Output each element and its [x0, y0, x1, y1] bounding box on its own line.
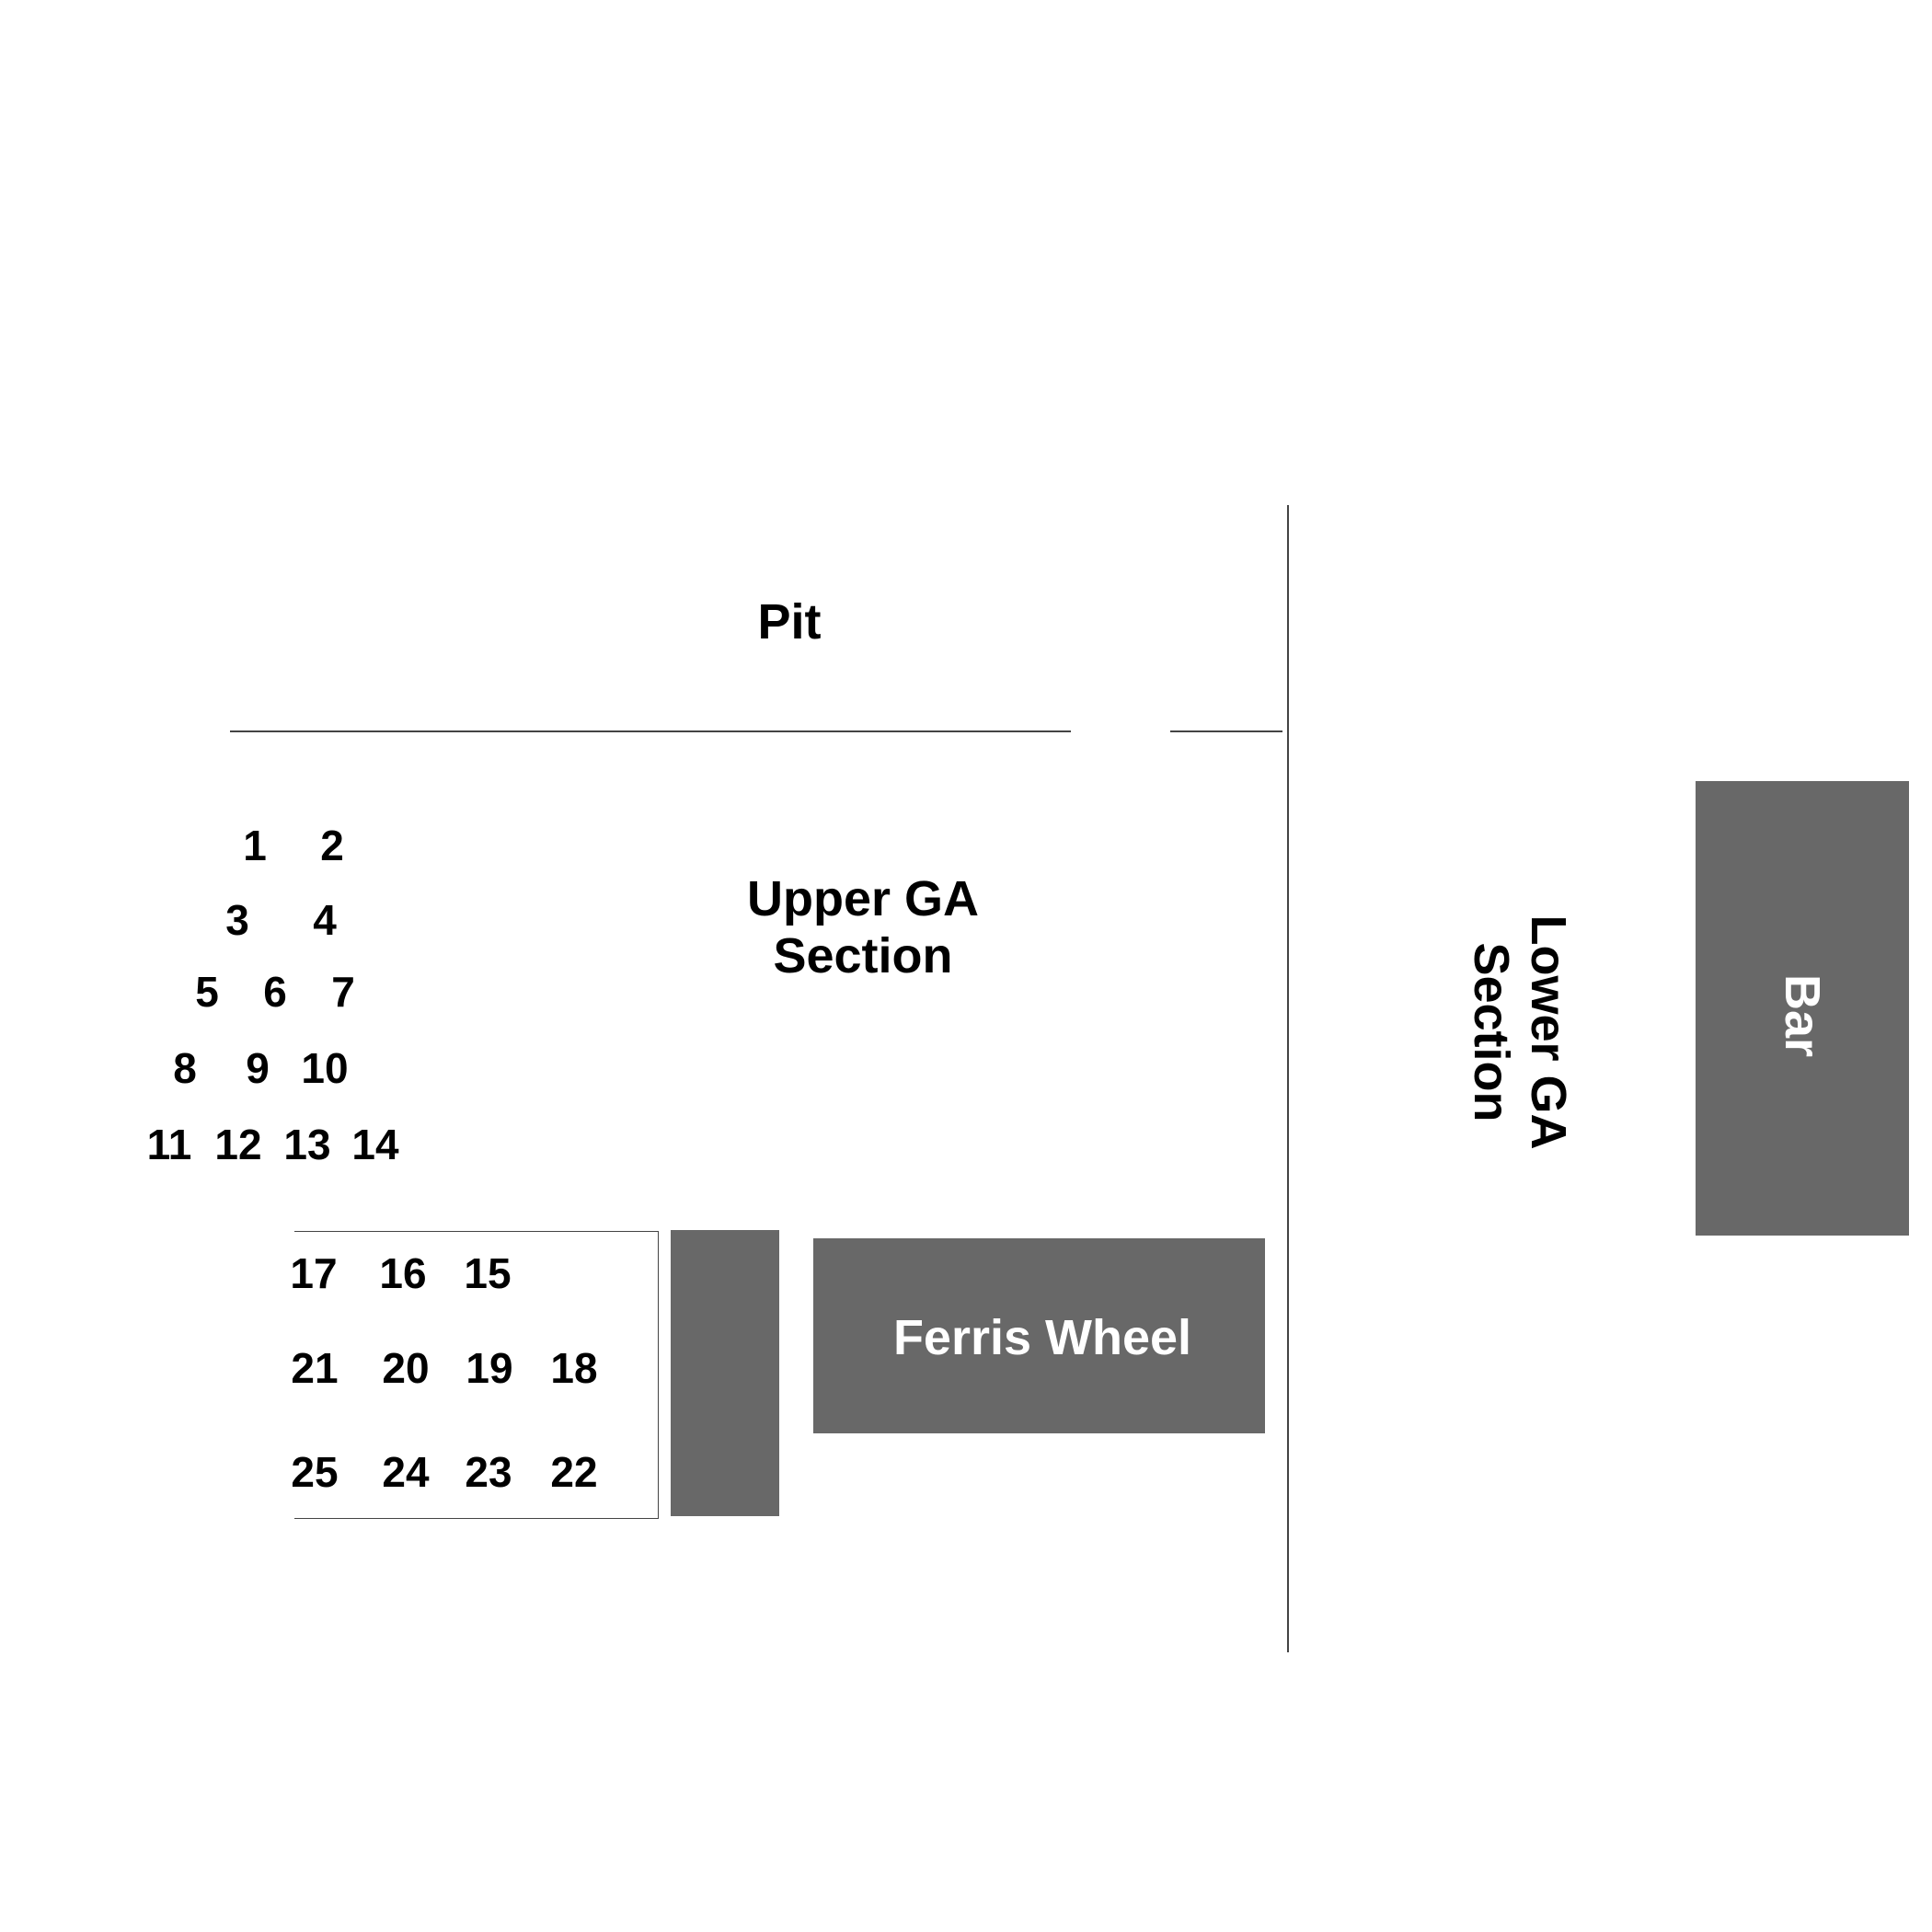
seat-13[interactable]: 13 [283, 1121, 331, 1168]
divider-vertical [1287, 505, 1289, 1652]
seat-14[interactable]: 14 [351, 1121, 399, 1168]
ferris-wheel-block [813, 1238, 1265, 1433]
seat-24[interactable]: 24 [382, 1448, 430, 1496]
seating-box [294, 1231, 659, 1519]
seat-16[interactable]: 16 [379, 1249, 427, 1297]
seat-17[interactable]: 17 [290, 1249, 338, 1297]
seat-22[interactable]: 22 [550, 1448, 598, 1496]
seat-12[interactable]: 12 [214, 1121, 262, 1168]
seat-7[interactable]: 7 [331, 968, 355, 1016]
seat-8[interactable]: 8 [173, 1044, 197, 1092]
pit-label: Pit [757, 593, 822, 650]
upper-ga-section-label: Upper GA Section [747, 870, 979, 984]
seat-3[interactable]: 3 [225, 896, 249, 944]
seat-18[interactable]: 18 [550, 1344, 598, 1392]
pit-boundary-right [1170, 730, 1282, 732]
seat-2[interactable]: 2 [320, 822, 344, 869]
seat-23[interactable]: 23 [465, 1448, 512, 1496]
upper-ga-line2: Section [773, 928, 953, 983]
seat-20[interactable]: 20 [382, 1344, 430, 1392]
seat-21[interactable]: 21 [291, 1344, 339, 1392]
lower-ga-section-label: Lower GA Section [1463, 914, 1577, 1149]
pit-boundary-left [230, 730, 1071, 732]
seat-19[interactable]: 19 [466, 1344, 513, 1392]
ferris-wheel-label: Ferris Wheel [892, 1309, 1192, 1365]
seat-25[interactable]: 25 [291, 1448, 339, 1496]
seat-4[interactable]: 4 [313, 896, 337, 944]
seat-6[interactable]: 6 [263, 968, 287, 1016]
seat-15[interactable]: 15 [464, 1249, 512, 1297]
upper-ga-line1: Upper GA [746, 870, 980, 926]
seat-5[interactable]: 5 [195, 968, 219, 1016]
seat-1[interactable]: 1 [243, 822, 267, 869]
seat-9[interactable]: 9 [246, 1044, 270, 1092]
bar-label: Bar [1775, 973, 1831, 1058]
bar-block [1696, 781, 1909, 1236]
gray-block [671, 1230, 779, 1516]
seat-10[interactable]: 10 [301, 1044, 349, 1092]
lower-ga-line1: Lower GA [1521, 914, 1577, 1150]
lower-ga-line2: Section [1464, 942, 1519, 1122]
seat-11[interactable]: 11 [146, 1121, 192, 1168]
